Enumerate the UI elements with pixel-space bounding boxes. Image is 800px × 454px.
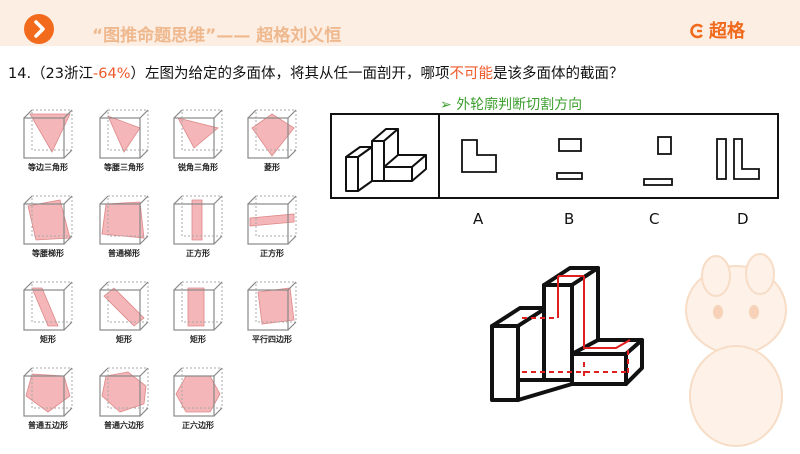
- cross-section-cube: 普通五边形: [12, 366, 84, 431]
- cube-icon: [173, 195, 223, 245]
- cross-section-label: 锐角三角形: [178, 163, 218, 172]
- option-b-shape: [556, 138, 583, 180]
- cube-icon: [99, 109, 149, 159]
- question-body-end: 是该多面体的截面？: [492, 66, 624, 82]
- option-c-shape: [643, 136, 673, 186]
- cross-section-cube: 矩形: [88, 280, 160, 345]
- cube-icon: [173, 281, 223, 331]
- header-title: “图推命题思维”—— 超格刘义恒: [92, 26, 342, 46]
- cross-section-label: 正六边形: [182, 421, 214, 430]
- cross-section-label: 等腰梯形: [32, 249, 64, 258]
- cross-section-cube: 锐角三角形: [162, 108, 234, 173]
- cube-icon: [23, 109, 73, 159]
- cross-section-cube: 正方形: [236, 194, 308, 259]
- cross-section-cube: 等腰三角形: [88, 108, 160, 173]
- option-a-shape: [461, 139, 497, 173]
- question-source: （23浙江: [31, 66, 94, 82]
- polyhedron-figure: [345, 128, 427, 192]
- cross-section-cube: 矩形: [162, 280, 234, 345]
- question-source-end: ）: [130, 66, 145, 82]
- cross-section-label: 等边三角形: [28, 163, 68, 172]
- cross-section-label: 正方形: [186, 249, 210, 258]
- option-d-shape: [716, 138, 760, 180]
- option-b-label[interactable]: B: [564, 210, 575, 228]
- cross-section-label: 平行四边形: [252, 335, 292, 344]
- cross-section-label: 矩形: [190, 335, 206, 344]
- question-number: 14.: [8, 66, 32, 82]
- question-text: 14.（23浙江-64%）左图为给定的多面体，将其从任一面剖开，哪项不可能是该多…: [8, 62, 623, 83]
- cross-section-label: 菱形: [264, 163, 280, 172]
- cross-section-cube: 等边三角形: [12, 108, 84, 173]
- cube-icon: [23, 367, 73, 417]
- cross-section-cube: 普通六边形: [88, 366, 160, 431]
- cross-section-label: 矩形: [40, 335, 56, 344]
- cross-section-cube: 正方形: [162, 194, 234, 259]
- cube-icon: [99, 281, 149, 331]
- cross-section-label: 普通梯形: [108, 249, 140, 258]
- cross-section-label: 普通五边形: [28, 421, 68, 430]
- cube-icon: [247, 281, 297, 331]
- cube-icon: [99, 195, 149, 245]
- option-d-label[interactable]: D: [737, 210, 749, 228]
- cube-icon: [173, 367, 223, 417]
- question-highlight: 不可能: [449, 66, 493, 82]
- cube-icon: [23, 281, 73, 331]
- solution-figure: [482, 252, 660, 420]
- figure-divider: [438, 115, 440, 197]
- cross-section-cube: 等腰梯形: [12, 194, 84, 259]
- cube-icon: [173, 109, 223, 159]
- brand-logo-icon: [689, 23, 705, 43]
- hint-arrow-icon: ➢: [440, 97, 452, 113]
- cross-section-label: 矩形: [116, 335, 132, 344]
- question-figures: [345, 128, 760, 192]
- question-figure-box: [330, 113, 779, 199]
- cross-section-cube: 普通梯形: [88, 194, 160, 259]
- question-body: 左图为给定的多面体，将其从任一面剖开，哪项: [144, 66, 450, 82]
- cross-section-cube: 正六边形: [162, 366, 234, 431]
- option-c-label[interactable]: C: [649, 210, 660, 228]
- header-bar: [0, 0, 800, 46]
- hint-label: 外轮廓判断切割方向: [456, 97, 583, 113]
- cross-section-label: 普通六边形: [104, 421, 144, 430]
- accuracy-rate: -64%: [93, 66, 131, 82]
- cube-icon: [247, 109, 297, 159]
- cross-section-label: 正方形: [260, 249, 284, 258]
- cube-icon: [247, 195, 297, 245]
- cross-section-label: 等腰三角形: [104, 163, 144, 172]
- option-a-label[interactable]: A: [473, 210, 484, 228]
- cross-section-cube: 平行四边形: [236, 280, 308, 345]
- hint-text: ➢ 外轮廓判断切割方向: [440, 94, 582, 114]
- cross-section-cube: 菱形: [236, 108, 308, 173]
- cube-icon: [99, 367, 149, 417]
- cross-section-cube: 矩形: [12, 280, 84, 345]
- brand-name: 超格: [709, 21, 745, 42]
- logo-arrow-icon[interactable]: [24, 14, 54, 44]
- mascot-illustration: [666, 246, 800, 454]
- cube-icon: [23, 195, 73, 245]
